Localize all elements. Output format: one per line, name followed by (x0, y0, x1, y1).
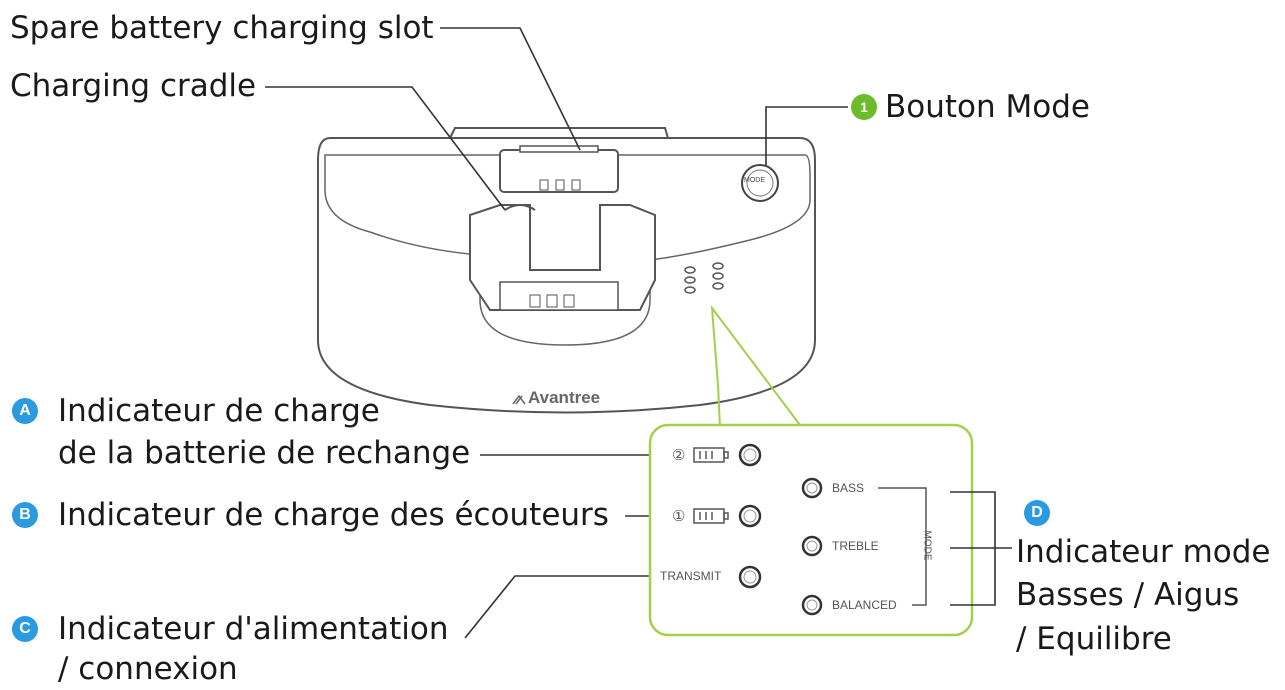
leader-c (464, 575, 665, 639)
mode-bracket (878, 487, 927, 606)
panel-balanced: BALANCED (832, 598, 897, 612)
zoom-panel (648, 423, 974, 637)
label-c-line1: Indicateur d'alimentation (58, 611, 449, 647)
label-a-line2: de la batterie de rechange (58, 435, 471, 471)
label-d-line3: / Equilibre (1016, 621, 1172, 657)
panel-slot-2: ② (672, 447, 686, 464)
device-recess (324, 154, 811, 346)
panel-transmit: TRANSMIT (660, 569, 722, 583)
label-a-line1: Indicateur de charge (58, 393, 380, 429)
label-d-line1: Indicateur mode (1016, 534, 1271, 570)
label-c-line2: / connexion (58, 651, 238, 687)
label-d-line2: Basses / Aigus (1016, 577, 1240, 613)
led-transmit (738, 565, 762, 589)
label-cradle: Charging cradle (10, 68, 257, 104)
badge-a: A (12, 398, 38, 424)
badge-b: B (12, 502, 38, 528)
zoom-pointer (710, 304, 801, 429)
panel-treble: TREBLE (832, 539, 879, 553)
led-spare-battery (738, 443, 762, 467)
device-top-rim (449, 127, 669, 139)
brand-name: Avantree (528, 388, 601, 407)
spare-battery-slot (499, 149, 619, 193)
leader-spare-slot (440, 27, 581, 151)
panel-slot-1: ① (672, 508, 686, 525)
mode-button-text: MODE (744, 177, 765, 184)
leader-mode-button (765, 106, 848, 166)
leader-cradle (265, 86, 506, 211)
led-treble (801, 535, 823, 557)
device-leds (684, 262, 724, 294)
avantree-logo-icon (512, 394, 526, 405)
badge-d: D (1024, 500, 1050, 526)
label-spare-slot: Spare battery charging slot (10, 10, 434, 46)
badge-1: 1 (851, 94, 877, 120)
badge-c: C (12, 616, 38, 642)
panel-mode-vertical: MODE (921, 530, 933, 561)
label-mode-button: Bouton Mode (885, 89, 1090, 125)
label-b: Indicateur de charge des écouteurs (58, 497, 609, 533)
led-balanced (801, 594, 823, 616)
panel-bass: BASS (832, 481, 865, 495)
led-bass (801, 477, 823, 499)
led-earbuds (738, 504, 762, 528)
